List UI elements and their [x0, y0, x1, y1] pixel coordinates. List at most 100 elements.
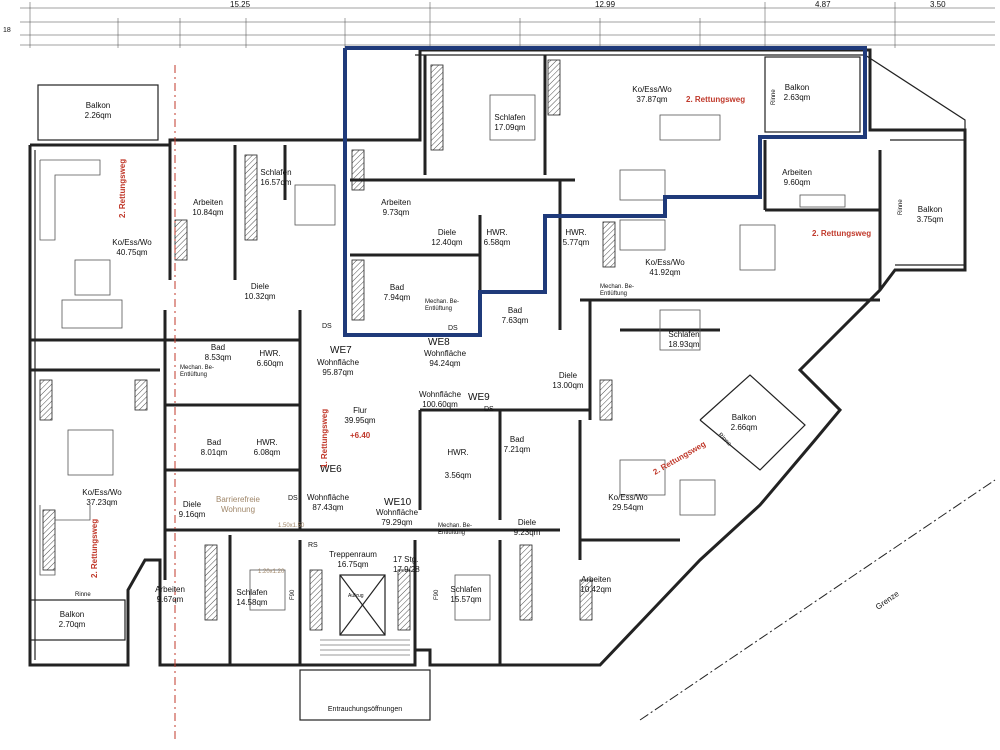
room-area: 8.01qm — [201, 448, 228, 457]
ventilation-label-2: Entlüftung — [425, 306, 452, 312]
room-name: HWR. — [447, 448, 468, 457]
room-area: 6.60qm — [257, 359, 284, 368]
fire-door-label: F90 — [290, 589, 296, 600]
room-name: Diele — [559, 371, 578, 380]
furniture — [39, 94, 846, 621]
room-name: Diele — [183, 500, 202, 509]
room-area: 37.87qm — [636, 95, 667, 104]
unit-label: Wohnfläche — [376, 508, 419, 517]
barrier-free-label: Barrierefreie — [216, 495, 261, 504]
downpipe-label: DS — [322, 323, 332, 330]
fire-door-label: F90 — [434, 589, 440, 600]
stairs-ratio: 17.9/28 — [393, 565, 420, 574]
room-area: 15.57qm — [450, 595, 481, 604]
room-name: Balkon — [918, 205, 942, 214]
unit-name: WE8 — [428, 337, 450, 348]
room-name: Ko/Ess/Wo — [82, 488, 122, 497]
room-name: Schlafen — [260, 168, 291, 177]
room-name: Balkon — [86, 101, 110, 110]
room-area: 16.75qm — [337, 560, 368, 569]
room-area: 10.32qm — [244, 292, 275, 301]
room-area: 16.57qm — [260, 178, 291, 187]
boundary-label: Grenze — [874, 589, 901, 612]
room-area: 2.66qm — [731, 423, 758, 432]
room-name: Bad — [390, 283, 404, 292]
property-boundary — [639, 479, 996, 721]
room-area: 14.58qm — [236, 598, 267, 607]
room-name: Schlafen — [494, 113, 525, 122]
room-name: Arbeiten — [193, 198, 223, 207]
room-name: Ko/Ess/Wo — [608, 493, 648, 502]
escape-route-label: 2. Rettungsweg — [652, 439, 708, 476]
room-name: HWR. — [486, 228, 507, 237]
room-name: Diele — [251, 282, 270, 291]
ventilation-label: Mechan. Be- — [600, 284, 634, 290]
room-area: 5.77qm — [563, 238, 590, 247]
room-area: 7.21qm — [504, 445, 531, 454]
escape-route-label-1: 1. Rettungsweg — [320, 409, 329, 468]
room-name: Balkon — [60, 610, 84, 619]
room-area: 2.70qm — [59, 620, 86, 629]
room-name: HWR. — [259, 349, 280, 358]
exterior-walls — [28, 48, 967, 667]
room-name: Treppenraum — [329, 550, 377, 559]
dim-top-2: 12.99 — [595, 0, 616, 9]
room-name: Balkon — [785, 83, 809, 92]
room-area: 41.92qm — [649, 268, 680, 277]
structural-shafts — [39, 59, 616, 631]
barrier-free-label-2: Wohnung — [221, 505, 255, 514]
ventilation-label-2: Entlüftung — [180, 372, 207, 378]
unit-name: WE9 — [468, 392, 490, 403]
smoke-door-label: RS — [308, 542, 318, 549]
room-name: Flur — [353, 406, 367, 415]
room-name: Arbeiten — [155, 585, 185, 594]
unit-label: Wohnfläche — [419, 390, 462, 399]
room-area: 37.23qm — [86, 498, 117, 507]
unit-label: Wohnfläche — [424, 349, 467, 358]
ventilation-label: Mechan. Be- — [438, 523, 472, 529]
room-area: 2.26qm — [85, 111, 112, 120]
balconies — [29, 54, 966, 641]
unit-area: 100.60qm — [422, 400, 458, 409]
downpipe-label: DS — [448, 325, 458, 332]
room-name: Arbeiten — [581, 575, 611, 584]
room-area: 6.58qm — [484, 238, 511, 247]
dim-top-3: 4.87 — [815, 0, 831, 9]
downpipe-label: DS — [288, 495, 298, 502]
room-name: Bad — [207, 438, 221, 447]
unit-area: 94.24qm — [429, 359, 460, 368]
escape-route-label: 2. Rettungsweg — [118, 159, 127, 218]
room-area: 9.67qm — [157, 595, 184, 604]
room-area: 3.56qm — [445, 471, 472, 480]
gutter-label: Rinne — [771, 89, 777, 105]
escape-route-label: 2. Rettungsweg — [686, 95, 745, 104]
room-area: 8.53qm — [205, 353, 232, 362]
staircase — [299, 574, 431, 721]
ventilation-label: Mechan. Be- — [180, 365, 214, 371]
unit-label: Wohnfläche — [317, 358, 360, 367]
ventilation-label-2: Entlüftung — [438, 530, 465, 536]
floor-level: +6.40 — [350, 431, 371, 440]
turning-circle-label: 1.20x1.20 — [258, 569, 285, 575]
stairs-count: 17 Stg. — [393, 555, 418, 564]
room-name: Schlafen — [668, 330, 699, 339]
elevator-label: Aufzug — [348, 593, 364, 599]
room-area: 9.73qm — [383, 208, 410, 217]
room-name: Bad — [508, 306, 522, 315]
room-area: 18.93qm — [668, 340, 699, 349]
room-name: Diele — [438, 228, 457, 237]
unit-area: 95.87qm — [322, 368, 353, 377]
dim-top-4: 3.50 — [930, 0, 946, 9]
turning-circle-label: 1.50x1.50 — [278, 523, 305, 529]
room-area: 39.95qm — [344, 416, 375, 425]
room-area: 12.40qm — [431, 238, 462, 247]
unit-area: 79.29qm — [381, 518, 412, 527]
room-name: Arbeiten — [782, 168, 812, 177]
room-name: Ko/Ess/Wo — [632, 85, 672, 94]
room-area: 13.00qm — [552, 381, 583, 390]
room-name: Diele — [518, 518, 537, 527]
escape-route-label: 2. Rettungsweg — [812, 229, 871, 238]
unit-name: WE7 — [330, 345, 352, 356]
